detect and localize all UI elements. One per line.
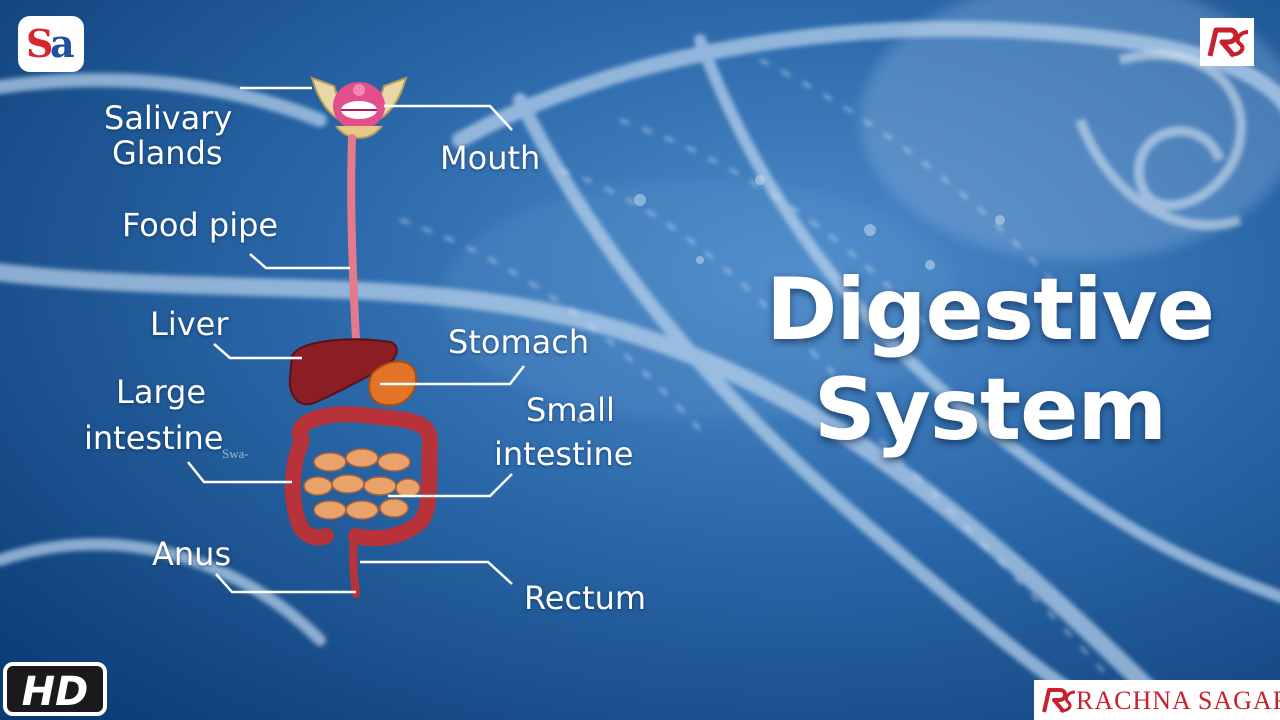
label-salivary-glands-line1: Salivary: [104, 99, 233, 137]
channel-logo: S a: [18, 16, 84, 72]
rs-brand-icon: [1042, 688, 1076, 714]
dna-strand-decoration: [0, 20, 1280, 720]
label-large-intestine-line1: Large: [116, 373, 207, 411]
label-large-intestine-line2: intestine: [84, 419, 224, 457]
label-small-intestine-line2: intestine: [494, 435, 634, 473]
small-intestine-illustration: [303, 448, 421, 520]
faint-overlay-text: Swa-: [222, 446, 249, 461]
food-pipe-illustration: [347, 134, 360, 344]
hd-badge: HD: [3, 662, 107, 716]
label-liver: Liver: [150, 305, 229, 343]
logo-letter-a: a: [50, 21, 75, 66]
logo-letter-s: S: [26, 21, 54, 66]
mouth-illustration: [310, 76, 408, 139]
label-anus: Anus: [152, 535, 232, 573]
label-rectum: Rectum: [524, 579, 647, 617]
publisher-logo-small: [1200, 18, 1254, 66]
hd-badge-text: HD: [22, 669, 89, 715]
rectum-illustration: [349, 532, 360, 598]
rs-logo-icon: [1207, 27, 1249, 58]
label-stomach: Stomach: [448, 323, 590, 361]
title-line2: System: [813, 360, 1167, 460]
label-small-intestine-line1: Small: [526, 391, 615, 429]
large-intestine-illustration: [284, 406, 439, 547]
publisher-brand-bar: RACHNA SAGAR: [1034, 680, 1280, 720]
label-mouth: Mouth: [440, 139, 541, 177]
label-food-pipe: Food pipe: [122, 206, 279, 244]
title-line1: Digestive: [766, 260, 1215, 360]
publisher-name: RACHNA SAGAR: [1076, 686, 1280, 715]
label-salivary-glands-line2: Glands: [112, 134, 223, 172]
